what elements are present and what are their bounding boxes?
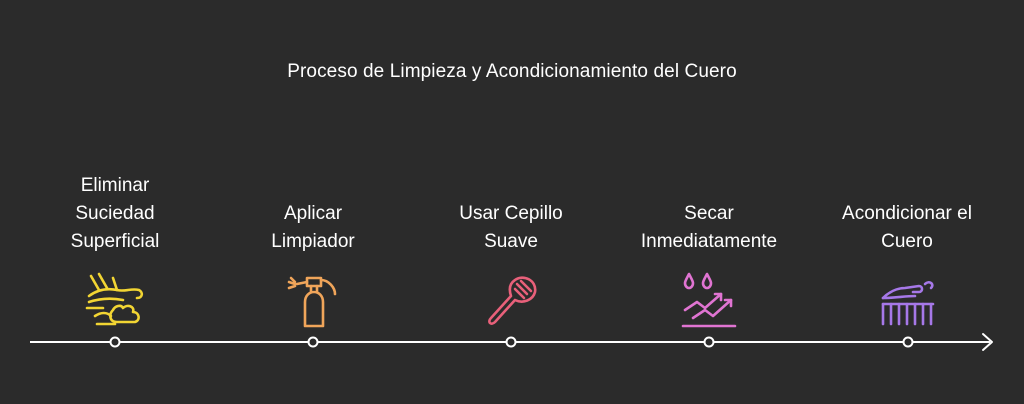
step-1-label: Eliminar Suciedad Superficial bbox=[20, 172, 210, 256]
step-1-label-line-1: Eliminar bbox=[80, 175, 150, 196]
step-5-label-line-2: Cuero bbox=[881, 231, 933, 252]
step-2-marker bbox=[307, 336, 319, 348]
step-2-label-line-1: Aplicar bbox=[283, 203, 343, 224]
step-3-label-line-2: Suave bbox=[484, 231, 538, 252]
step-4-marker bbox=[703, 336, 715, 348]
step-1-marker bbox=[109, 336, 121, 348]
step-3-label-line-1: Usar Cepillo bbox=[459, 203, 563, 224]
step-5-marker bbox=[902, 336, 914, 348]
step-4-label-line-1: Secar bbox=[684, 203, 734, 224]
step-5-label-line-1: Acondicionar el bbox=[842, 203, 972, 224]
spray-bottle-icon bbox=[287, 276, 337, 328]
timeline-arrow-icon bbox=[982, 333, 993, 351]
droplets-drying-icon bbox=[681, 272, 737, 328]
hand-comb-icon bbox=[881, 281, 935, 326]
step-4-label: Secar Inmediatamente bbox=[614, 200, 804, 256]
step-2-label-line-2: Limpiador bbox=[271, 231, 355, 252]
step-4-label-line-2: Inmediatamente bbox=[640, 231, 778, 252]
step-2-label: Aplicar Limpiador bbox=[218, 200, 408, 256]
brush-icon bbox=[488, 276, 537, 325]
step-3-label: Usar Cepillo Suave bbox=[416, 200, 606, 256]
step-1-label-line-3: Superficial bbox=[70, 231, 160, 252]
step-3-marker bbox=[505, 336, 517, 348]
step-1-label-line-2: Suciedad bbox=[75, 203, 155, 224]
diagram-title: Proceso de Limpieza y Acondicionamiento … bbox=[287, 61, 737, 82]
hand-wiping-dirt-icon bbox=[85, 272, 144, 326]
step-5-label: Acondicionar el Cuero bbox=[812, 200, 1002, 256]
